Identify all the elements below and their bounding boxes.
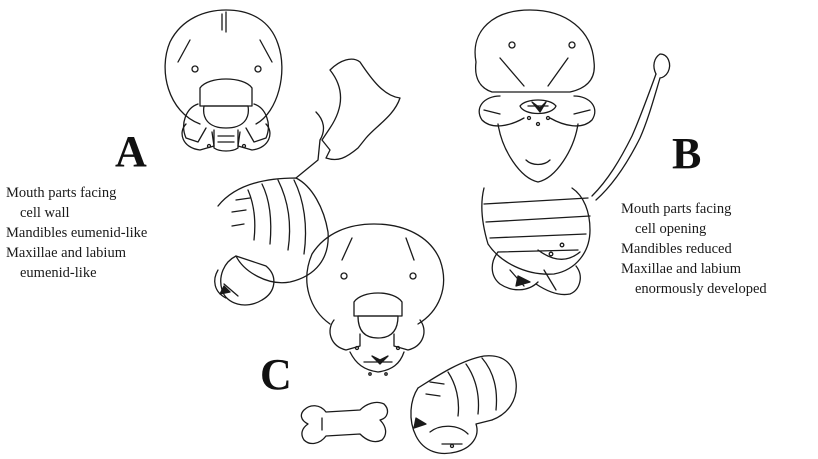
caption-line: Mouth parts facing — [621, 199, 767, 219]
body-c — [301, 356, 516, 454]
figure-label-b: B — [672, 132, 701, 176]
caption-line: Maxillae and labium — [621, 259, 767, 279]
caption-line: Mouth parts facing — [6, 183, 147, 203]
head-a — [165, 10, 282, 151]
figure-label-c: C — [260, 353, 292, 397]
caption-line: enormously developed — [621, 279, 767, 299]
caption-line: eumenid-like — [6, 263, 147, 283]
figure-label-a: A — [115, 130, 147, 174]
caption-line: cell wall — [6, 203, 147, 223]
caption-line: cell opening — [621, 219, 767, 239]
caption-line: Maxillae and labium — [6, 243, 147, 263]
caption-line: Mandibles reduced — [621, 239, 767, 259]
head-b — [475, 10, 595, 182]
caption-line: Mandibles eumenid-like — [6, 223, 147, 243]
